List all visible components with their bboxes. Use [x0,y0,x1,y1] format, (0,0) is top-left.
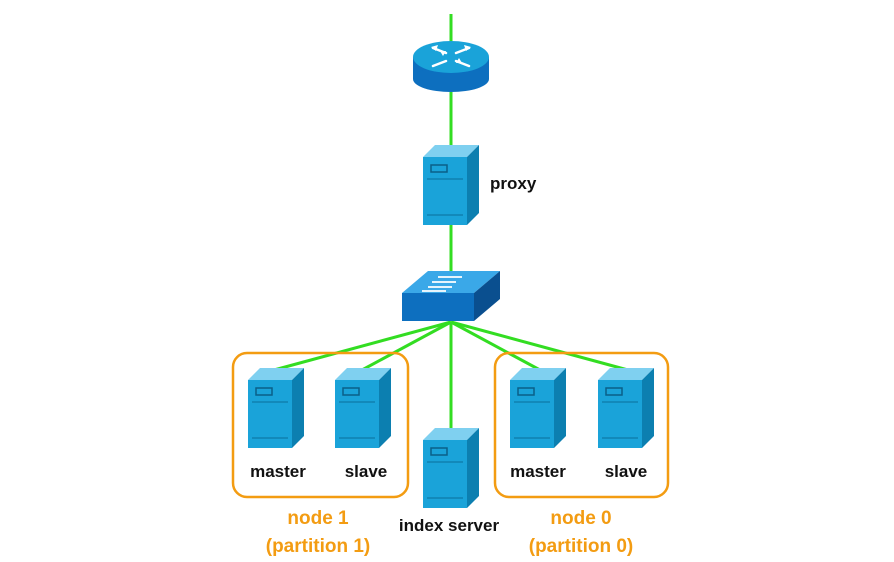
node0-slave-label: slave [605,462,648,481]
index-server-label: index server [399,516,500,535]
link-switch-node0-slave [450,320,629,372]
links [273,14,629,428]
node0-slave-server-icon [598,368,654,448]
link-switch-node1-master [273,320,452,372]
router-icon [413,41,489,92]
index-server-icon [423,428,479,508]
node1-title: node 1 [287,508,349,529]
proxy-server-icon [423,145,479,225]
node0-group-box [493,351,670,499]
node0-master-server-icon [510,368,566,448]
node1-master-server-icon [248,368,304,448]
proxy-label: proxy [490,174,537,193]
node1-group-box [231,351,410,499]
node1-master-label: master [250,462,306,481]
node0-master-label: master [510,462,566,481]
link-switch-node0-master [450,320,541,372]
link-switch-node1-slave [361,320,452,372]
node0-subtitle: (partition 0) [529,536,634,557]
node1-subtitle: (partition 1) [266,536,371,557]
node1-slave-server-icon [335,368,391,448]
node1-slave-label: slave [345,462,388,481]
switch-icon [402,271,500,321]
node0-title: node 0 [550,508,611,529]
